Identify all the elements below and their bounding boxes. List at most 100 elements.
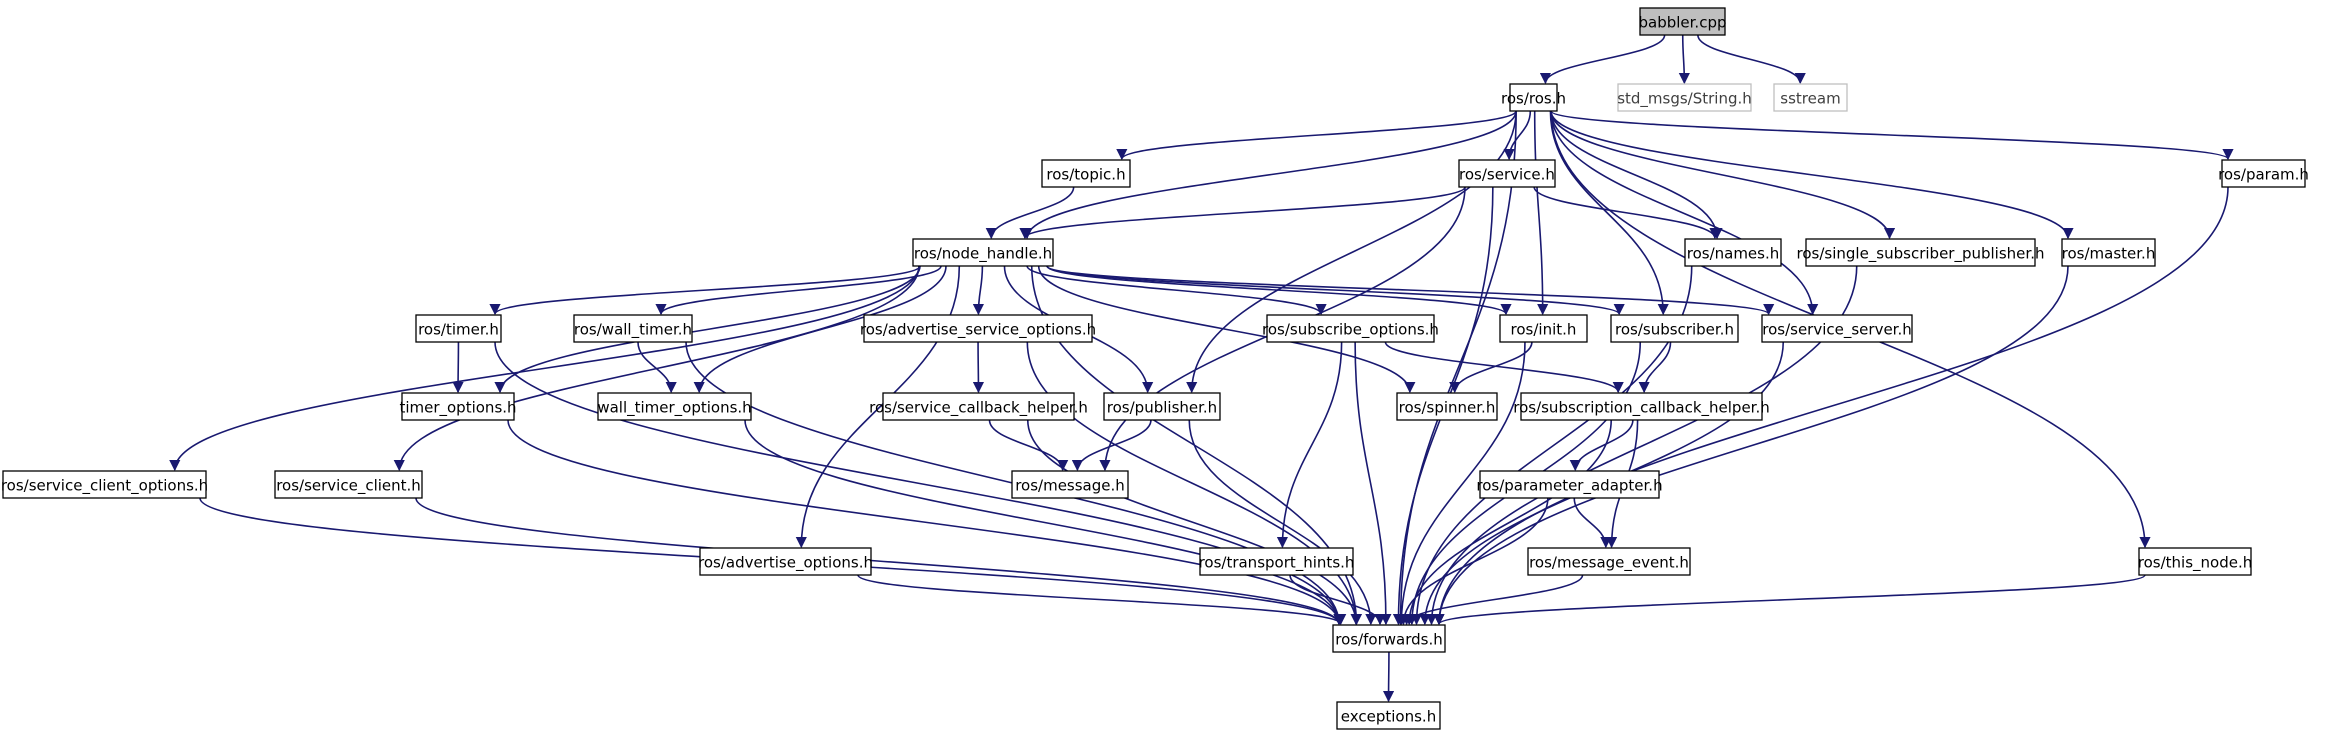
node-walltimer[interactable]: ros/wall_timer.h: [573, 314, 693, 343]
node-label-sch: ros/service_callback_helper.h: [869, 399, 1088, 418]
node-init[interactable]: ros/init.h: [1499, 314, 1588, 343]
node-ssp[interactable]: ros/single_subscriber_publisher.h: [1797, 238, 2045, 267]
node-servclient[interactable]: ros/service_client.h: [274, 470, 423, 499]
node-label-publisher: ros/publisher.h: [1107, 399, 1217, 417]
node-box-ros: [1509, 83, 1558, 112]
edge-msgevent-to-forwards: [1401, 574, 1584, 626]
node-box-ssp: [1805, 238, 2036, 267]
node-topic[interactable]: ros/topic.h: [1041, 159, 1131, 188]
node-box-sstream: [1773, 83, 1848, 112]
node-spinner[interactable]: ros/spinner.h: [1396, 392, 1498, 421]
node-service[interactable]: ros/service.h: [1458, 159, 1556, 188]
node-param[interactable]: ros/param.h: [2218, 159, 2309, 188]
node-box-topic: [1041, 159, 1131, 188]
edge-timer-to-forwards: [494, 341, 1345, 626]
edge-thisnode-to-forwards: [1433, 574, 2146, 626]
edge-sch-to-message: [988, 419, 1069, 472]
edge-ros-to-publisher: [1186, 110, 1517, 394]
node-box-init: [1499, 314, 1588, 343]
node-walltimeropt[interactable]: wall_timer_options.h: [597, 392, 752, 421]
node-box-sch: [882, 392, 1075, 421]
node-paramadapter[interactable]: ros/parameter_adapter.h: [1476, 470, 1663, 499]
node-label-stdmsgs: std_msgs/String.h: [1617, 90, 1752, 109]
node-publisher[interactable]: ros/publisher.h: [1103, 392, 1221, 421]
node-label-forwards: ros/forwards.h: [1335, 631, 1442, 649]
node-ros[interactable]: ros/ros.h: [1501, 83, 1566, 112]
node-babbler[interactable]: babbler.cpp: [1638, 7, 1727, 36]
node-servserver[interactable]: ros/service_server.h: [1761, 314, 1913, 343]
node-message[interactable]: ros/message.h: [1011, 470, 1129, 499]
node-subopt[interactable]: ros/subscribe_options.h: [1262, 314, 1439, 343]
edge-param-to-forwards: [1433, 186, 2229, 626]
edge-publisher-to-message: [1071, 419, 1152, 472]
node-box-aso: [863, 314, 1093, 343]
node-box-subscriber: [1610, 314, 1739, 343]
node-sco[interactable]: ros/service_client_options.h: [1, 470, 208, 499]
node-label-exceptions: exceptions.h: [1341, 708, 1436, 726]
node-nodehandle[interactable]: ros/node_handle.h: [912, 238, 1054, 267]
edge-nodehandle-to-timer: [489, 265, 921, 316]
node-label-walltimeropt: wall_timer_options.h: [597, 399, 751, 418]
node-label-thisnode: ros/this_node.h: [2138, 554, 2252, 573]
node-sch[interactable]: ros/service_callback_helper.h: [869, 392, 1088, 421]
edge-nodehandle-to-init: [1046, 265, 1512, 316]
edge-ros-to-servserver: [1550, 110, 1819, 316]
edge-timeropt-to-forwards: [507, 419, 1345, 626]
node-box-walltimeropt: [597, 392, 752, 421]
node-exceptions[interactable]: exceptions.h: [1336, 701, 1441, 730]
edge-babbler-to-stdmsgs: [1678, 34, 1690, 85]
edge-nodehandle-to-sco: [169, 265, 920, 472]
node-thisnode[interactable]: ros/this_node.h: [2138, 547, 2252, 576]
node-names[interactable]: ros/names.h: [1684, 238, 1782, 267]
node-box-forwards: [1332, 624, 1446, 653]
node-advopt[interactable]: ros/advertise_options.h: [698, 547, 873, 576]
node-box-spinner: [1396, 392, 1498, 421]
node-label-subch: ros/subscription_callback_helper.h: [1513, 399, 1770, 418]
edge-ros-to-ssp: [1550, 110, 1896, 240]
node-transport[interactable]: ros/transport_hints.h: [1199, 547, 1355, 576]
node-subscriber[interactable]: ros/subscriber.h: [1610, 314, 1739, 343]
node-master[interactable]: ros/master.h: [2061, 238, 2156, 267]
edge-subopt-to-forwards: [1354, 341, 1392, 626]
node-box-message: [1011, 470, 1129, 499]
edge-ros-to-init: [1533, 110, 1549, 316]
edge-paramadapter-to-msgevent: [1573, 497, 1612, 549]
node-forwards[interactable]: ros/forwards.h: [1332, 624, 1446, 653]
node-label-spinner: ros/spinner.h: [1399, 399, 1496, 417]
node-box-thisnode: [2138, 547, 2252, 576]
edge-ros-to-service: [1503, 110, 1532, 161]
node-label-nodehandle: ros/node_handle.h: [914, 245, 1052, 264]
node-aso[interactable]: ros/advertise_service_options.h: [860, 314, 1096, 343]
edge-advopt-to-forwards: [857, 574, 1347, 626]
node-label-advopt: ros/advertise_options.h: [698, 554, 873, 573]
edge-nodehandle-to-advopt: [795, 265, 961, 549]
node-timer[interactable]: ros/timer.h: [415, 314, 502, 343]
node-box-sco: [2, 470, 207, 499]
edge-service-to-nodehandle: [1019, 186, 1466, 240]
node-label-paramadapter: ros/parameter_adapter.h: [1476, 477, 1662, 496]
node-box-service: [1458, 159, 1556, 188]
node-label-names: ros/names.h: [1687, 245, 1780, 263]
node-msgevent[interactable]: ros/message_event.h: [1527, 547, 1691, 576]
edge-subscriber-to-subch: [1638, 341, 1672, 394]
node-label-timer: ros/timer.h: [418, 321, 499, 339]
node-box-publisher: [1103, 392, 1221, 421]
edge-ros-to-param: [1550, 110, 2234, 161]
node-box-paramadapter: [1479, 470, 1660, 499]
node-label-param: ros/param.h: [2218, 166, 2309, 184]
node-subch[interactable]: ros/subscription_callback_helper.h: [1513, 392, 1770, 421]
node-label-servclient: ros/service_client.h: [276, 477, 421, 496]
edge-paramadapter-to-forwards: [1397, 497, 1549, 626]
node-box-msgevent: [1527, 547, 1691, 576]
node-timeropt[interactable]: timer_options.h: [399, 392, 517, 421]
node-stdmsgs: std_msgs/String.h: [1617, 83, 1752, 112]
node-label-ssp: ros/single_subscriber_publisher.h: [1797, 245, 2045, 264]
node-box-walltimer: [573, 314, 693, 343]
node-label-master: ros/master.h: [2062, 245, 2156, 263]
edge-ros-to-forwards: [1394, 110, 1517, 626]
node-label-sstream: sstream: [1780, 90, 1840, 108]
node-label-init: ros/init.h: [1511, 321, 1577, 339]
edge-init-to-forwards: [1395, 341, 1526, 626]
node-box-babbler: [1639, 7, 1726, 36]
